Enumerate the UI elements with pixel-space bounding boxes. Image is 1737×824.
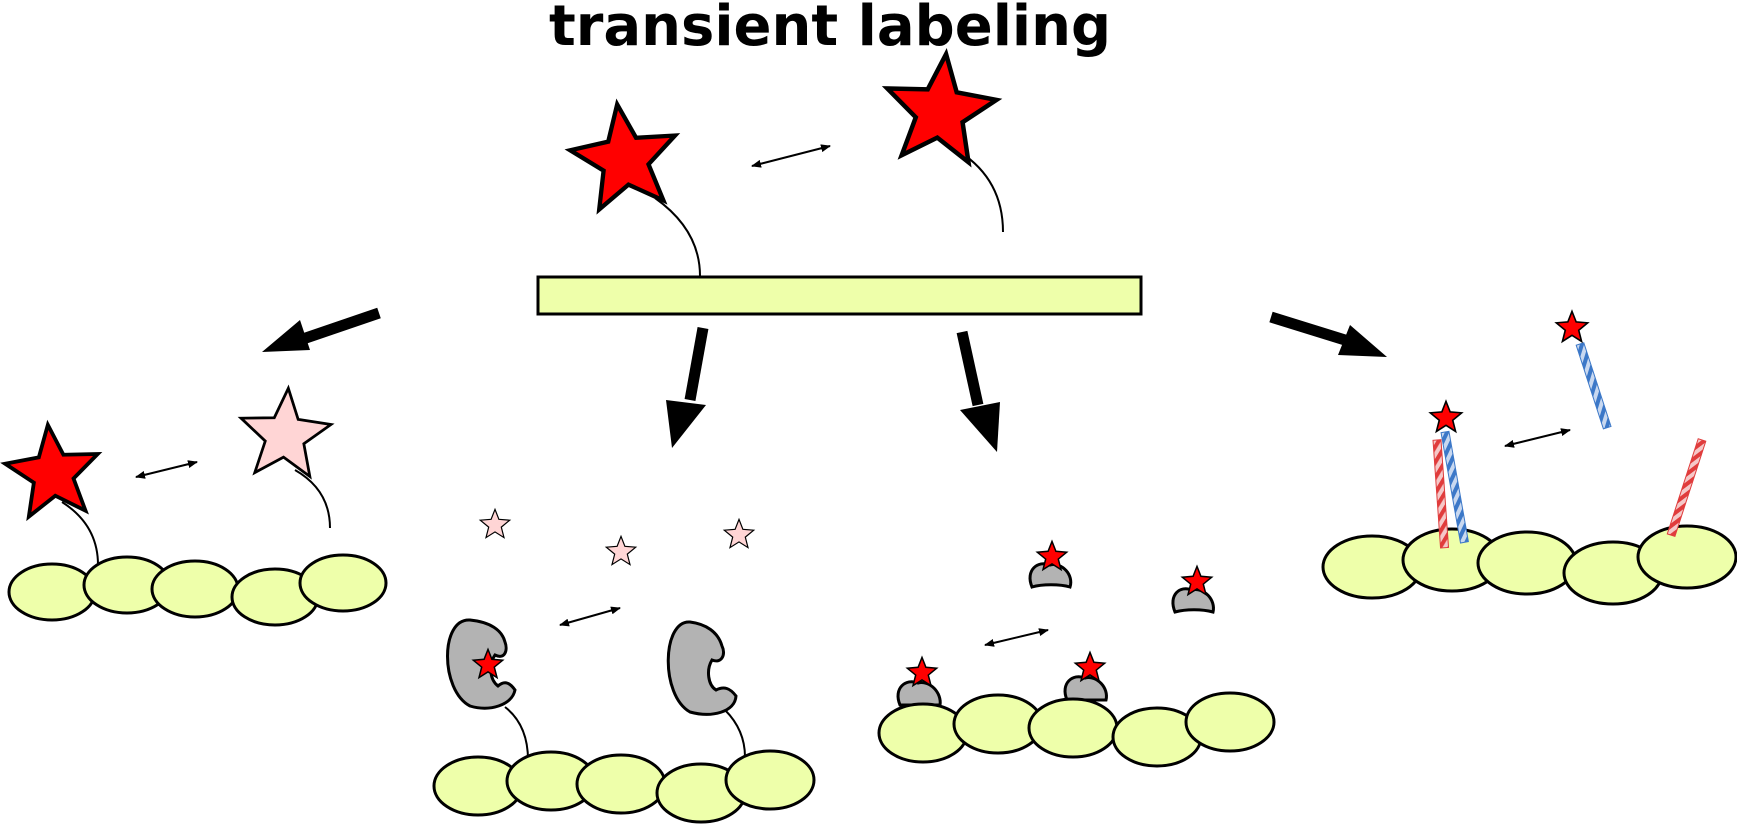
star-icon [1429, 400, 1463, 433]
double-headed-arrow-icon [559, 606, 621, 627]
small-protein-icon [1063, 675, 1108, 702]
tether-line [294, 469, 331, 529]
panel-binding-protein [432, 508, 816, 824]
faded-star-icon [479, 508, 511, 539]
panel-dna-hybridization [1321, 310, 1737, 606]
double-headed-arrow-icon [1504, 428, 1571, 448]
dna-helix-icon [1666, 438, 1707, 537]
small-protein-icon [896, 680, 942, 707]
filament-subunit [1476, 530, 1578, 596]
block-arrows [262, 307, 1387, 452]
filament-subunit [150, 559, 240, 619]
filament-subunit [1636, 524, 1737, 590]
diagram-title: transient labeling [548, 0, 1112, 59]
filament-subunit [724, 749, 816, 811]
dna-helix-icon [1440, 430, 1469, 544]
small-protein-icon [1028, 562, 1073, 589]
filament-subunit [1027, 697, 1119, 759]
small-protein-icon [1171, 587, 1215, 614]
top-section [536, 48, 1143, 316]
double-headed-arrow-icon [135, 460, 198, 479]
tether-line [654, 197, 701, 277]
filament-subunit [1184, 691, 1276, 753]
star-icon [565, 97, 684, 212]
tether-line [61, 501, 99, 566]
block-arrow-icon [262, 307, 381, 352]
filament-subunit [575, 753, 667, 815]
dna-helix-icon [1432, 439, 1450, 549]
faded-star-icon [723, 518, 755, 549]
block-arrow-icon [956, 330, 1000, 452]
filament-subunit [7, 562, 97, 622]
block-arrow-icon [666, 327, 709, 448]
block-arrow-icon [1269, 311, 1387, 357]
star-icon [0, 418, 106, 521]
filament-subunit [877, 702, 969, 764]
filament-bar [536, 275, 1143, 316]
faded-star-icon [605, 535, 637, 566]
star-icon [1555, 310, 1589, 343]
c-shaped-protein-icon [666, 620, 738, 716]
double-headed-arrow-icon [984, 628, 1049, 647]
dna-helix-icon [1575, 342, 1612, 430]
tether-line [724, 709, 746, 758]
double-headed-arrow-icon [751, 144, 831, 168]
tether-line [959, 151, 1004, 233]
panel-small-binder [877, 540, 1276, 768]
tether-line [504, 706, 529, 761]
star-icon [881, 48, 1001, 164]
faded-star-icon [235, 383, 335, 480]
filament-subunit [298, 553, 388, 613]
panel-photobleaching [0, 383, 388, 627]
